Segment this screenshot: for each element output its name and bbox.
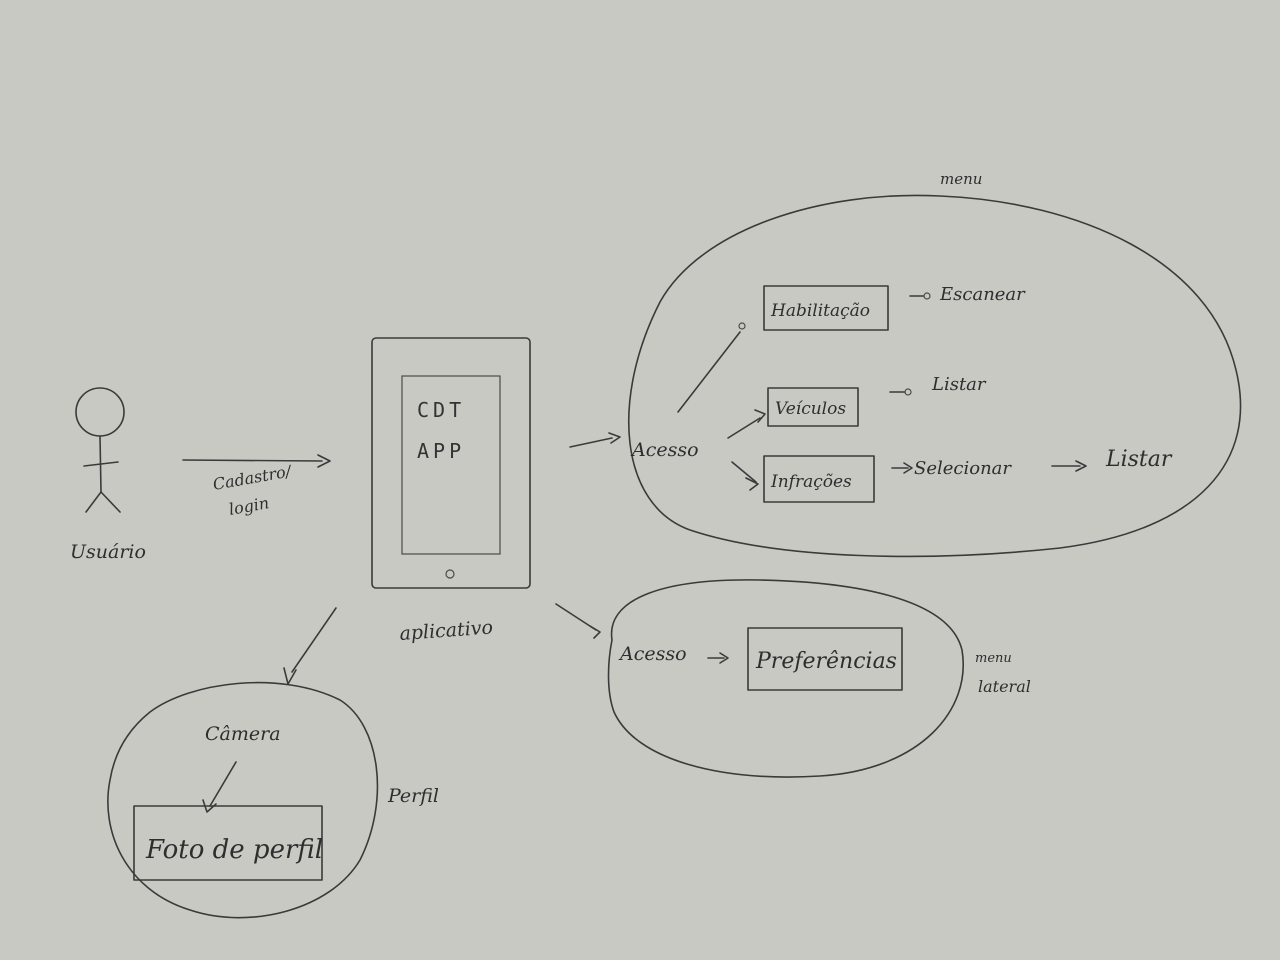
menu-group-label: menu <box>940 170 982 188</box>
side-menu-access-label: Acesso <box>618 643 687 665</box>
side-menu-label-line2: lateral <box>978 677 1031 696</box>
veiculos-label: Veículos <box>775 399 846 419</box>
register-arrow <box>182 454 331 468</box>
selecionar-label: Selecionar <box>914 458 1012 479</box>
device-to-side-menu-arrow <box>555 603 601 639</box>
screen-text-line1: CDT <box>417 398 465 422</box>
infracoes-box <box>763 455 875 503</box>
veiculos-box <box>767 387 859 427</box>
actor-label: Usuário <box>70 541 146 563</box>
register-label-line1: Cadastro/ <box>211 461 294 494</box>
habilitacao-box <box>763 285 889 331</box>
tablet-device <box>371 337 531 589</box>
device-to-profile-arrow <box>283 607 337 685</box>
screen-text-line2: APP <box>417 439 465 463</box>
menu-group-boundary <box>628 194 1242 558</box>
escanear-label: Escanear <box>939 284 1026 305</box>
veiculos-action-label: Listar <box>931 374 987 395</box>
preferencias-box <box>747 627 903 691</box>
profile-photo-label: Foto de perfil <box>145 835 323 865</box>
menu-access-label: Acesso <box>630 439 699 461</box>
side-menu-group-boundary <box>607 579 964 778</box>
preferencias-label: Preferências <box>755 649 897 674</box>
selecionar-to-listar-arrow <box>1051 460 1087 472</box>
habilitacao-to-escanear-arrow <box>909 292 931 300</box>
veiculos-to-listar-arrow <box>889 388 912 396</box>
access-to-veiculos-arrow <box>727 409 766 439</box>
habilitacao-label: Habilitação <box>770 301 870 321</box>
camera-label: Câmera <box>205 723 281 745</box>
camera-to-photo-arrow <box>202 761 237 813</box>
actor-stick-figure <box>75 387 125 513</box>
infracoes-listar-label: Listar <box>1105 447 1173 472</box>
access-to-preferencias-arrow <box>707 652 729 664</box>
profile-group-boundary <box>107 681 379 919</box>
device-label: aplicativo <box>399 617 494 645</box>
access-to-habilitacao-arrow <box>677 322 746 413</box>
profile-group-label: Perfil <box>387 785 439 807</box>
side-menu-label-line1: menu <box>975 651 1012 666</box>
register-label-line2: login <box>227 493 270 519</box>
infracoes-label: Infrações <box>770 472 852 492</box>
access-to-infracoes-arrow <box>731 461 759 491</box>
profile-photo-box <box>133 805 323 881</box>
device-to-menu-arrow <box>569 432 621 448</box>
infracoes-to-selecionar-arrow <box>891 462 913 474</box>
